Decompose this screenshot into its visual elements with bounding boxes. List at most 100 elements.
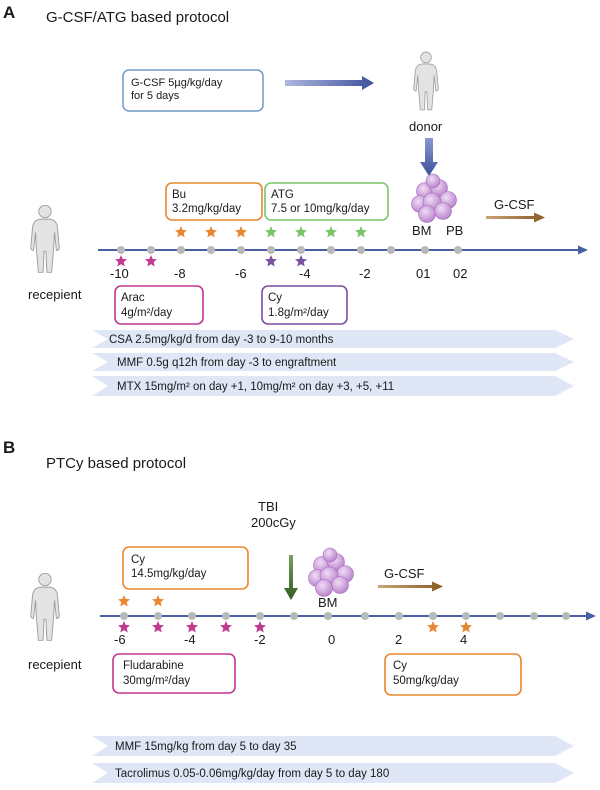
recipient-figure-b [30, 572, 60, 641]
tick-label: 0 [328, 632, 335, 647]
star-flu-4 [220, 621, 232, 633]
cy-box-b-bottom [384, 653, 522, 696]
star-arac-1 [115, 255, 127, 267]
day-dot [387, 246, 395, 254]
timeline-b-dots [120, 612, 570, 620]
day-dot [256, 612, 264, 620]
recipient-label-b: recepient [28, 657, 82, 672]
day-dot [530, 612, 538, 620]
tick-label: 02 [453, 266, 467, 281]
star-flu-1 [118, 621, 130, 633]
donor-figure [413, 51, 439, 111]
star-flu-3 [186, 621, 198, 633]
band-tacrolimus [92, 763, 574, 783]
day-dot [562, 612, 570, 620]
tbi-dose: 200cGy [251, 515, 296, 530]
fludarabine-drug: Fludarabine [123, 660, 184, 672]
tbi-arrow [284, 555, 298, 600]
star-bu-1 [175, 226, 187, 238]
band-tacrolimus-text: Tacrolimus 0.05-0.06mg/kg/day from day 5… [115, 768, 389, 780]
tick-label: -10 [110, 266, 129, 281]
day-dot [395, 612, 403, 620]
band-mmf-text: MMF 0.5g q12h from day -3 to engraftment [117, 357, 337, 369]
atg-dose: 7.5 or 10mg/kg/day [271, 203, 370, 215]
cy-b-top-stars [118, 595, 164, 607]
bone-marrow-cells-b [308, 547, 354, 597]
cy-stars-a [265, 255, 307, 267]
arac-drug: Arac [121, 292, 145, 304]
day-dot [357, 246, 365, 254]
pb-label-a: PB [446, 223, 463, 238]
arac-dose: 4g/m²/day [121, 307, 172, 319]
day-dot [237, 246, 245, 254]
star-atg-3 [325, 226, 337, 238]
cy-box-a [261, 285, 348, 325]
band-csa-text: CSA 2.5mg/kg/d from day -3 to 9-10 month… [109, 334, 334, 346]
tick-label: -8 [174, 266, 186, 281]
cy-b-bottom-dose: 50mg/kg/day [393, 675, 459, 687]
cy-b-top-dose: 14.5mg/kg/day [131, 568, 207, 580]
donor-down-arrow [420, 138, 438, 176]
band-mmf [92, 353, 574, 371]
star-bu-3 [235, 226, 247, 238]
day-dot [120, 612, 128, 620]
gcsf-arrow-b [378, 581, 443, 592]
day-dot [297, 246, 305, 254]
fludarabine-box [112, 653, 236, 694]
timeline-b-head [586, 611, 596, 621]
day-dot [117, 246, 125, 254]
panel-a-letter: A [3, 3, 15, 22]
day-dot [207, 246, 215, 254]
star-cy-post-2 [460, 621, 472, 633]
day-dot [267, 246, 275, 254]
day-dot [154, 612, 162, 620]
star-atg-1 [265, 226, 277, 238]
day-dot [177, 246, 185, 254]
star-cy-a-1 [265, 255, 277, 267]
gcsf-arrow-a [486, 212, 545, 223]
cy-a-dose: 1.8g/m²/day [268, 307, 329, 319]
day-dot [327, 246, 335, 254]
tick-label: 2 [395, 632, 402, 647]
day-dot [290, 612, 298, 620]
panel-a-bands: CSA 2.5mg/kg/d from day -3 to 9-10 month… [92, 330, 574, 396]
panel-b-bands: MMF 15mg/kg from day 5 to day 35 Tacroli… [92, 736, 574, 783]
recipient-figure-a [30, 204, 60, 273]
day-dot [361, 612, 369, 620]
day-dot [496, 612, 504, 620]
tick-label: -4 [299, 266, 311, 281]
bu-box [165, 182, 263, 221]
day-dot [462, 612, 470, 620]
day-dot [454, 246, 462, 254]
star-flu-2 [152, 621, 164, 633]
star-atg-2 [295, 226, 307, 238]
bm-label-b: BM [318, 595, 338, 610]
day-dot [147, 246, 155, 254]
tick-label: -2 [254, 632, 266, 647]
bone-marrow-cells-a [411, 173, 457, 223]
star-cy-post-1 [427, 621, 439, 633]
atg-box [264, 182, 389, 221]
tbi-label: TBI [258, 499, 278, 514]
gcsf-donor-dose: G-CSF 5µg/kg/day [131, 77, 223, 89]
tick-label: -6 [235, 266, 247, 281]
cy-box-b-top [122, 546, 249, 590]
day-dot [222, 612, 230, 620]
gcsf-label-a: G-CSF [494, 197, 535, 212]
timeline-b-ticks: -6 -4 -2 0 2 4 [114, 632, 467, 647]
fludarabine-dose: 30mg/m²/day [123, 675, 190, 687]
timeline-a-head [578, 245, 588, 255]
atg-drug: ATG [271, 189, 294, 201]
star-arac-2 [145, 255, 157, 267]
bu-stars [175, 226, 247, 238]
gcsf-label-b: G-CSF [384, 566, 425, 581]
cy-b-bottom-drug: Cy [393, 660, 407, 672]
bu-dose: 3.2mg/kg/day [172, 203, 241, 215]
star-cy-b-1 [118, 595, 130, 607]
panel-a-title: G-CSF/ATG based protocol [46, 9, 229, 26]
cy-b-bottom-stars [427, 621, 472, 633]
timeline-a-dots [117, 246, 462, 254]
panel-b-letter: B [3, 438, 15, 457]
band-mtx-text: MTX 15mg/m² on day +1, 10mg/m² on day +3… [117, 381, 394, 393]
